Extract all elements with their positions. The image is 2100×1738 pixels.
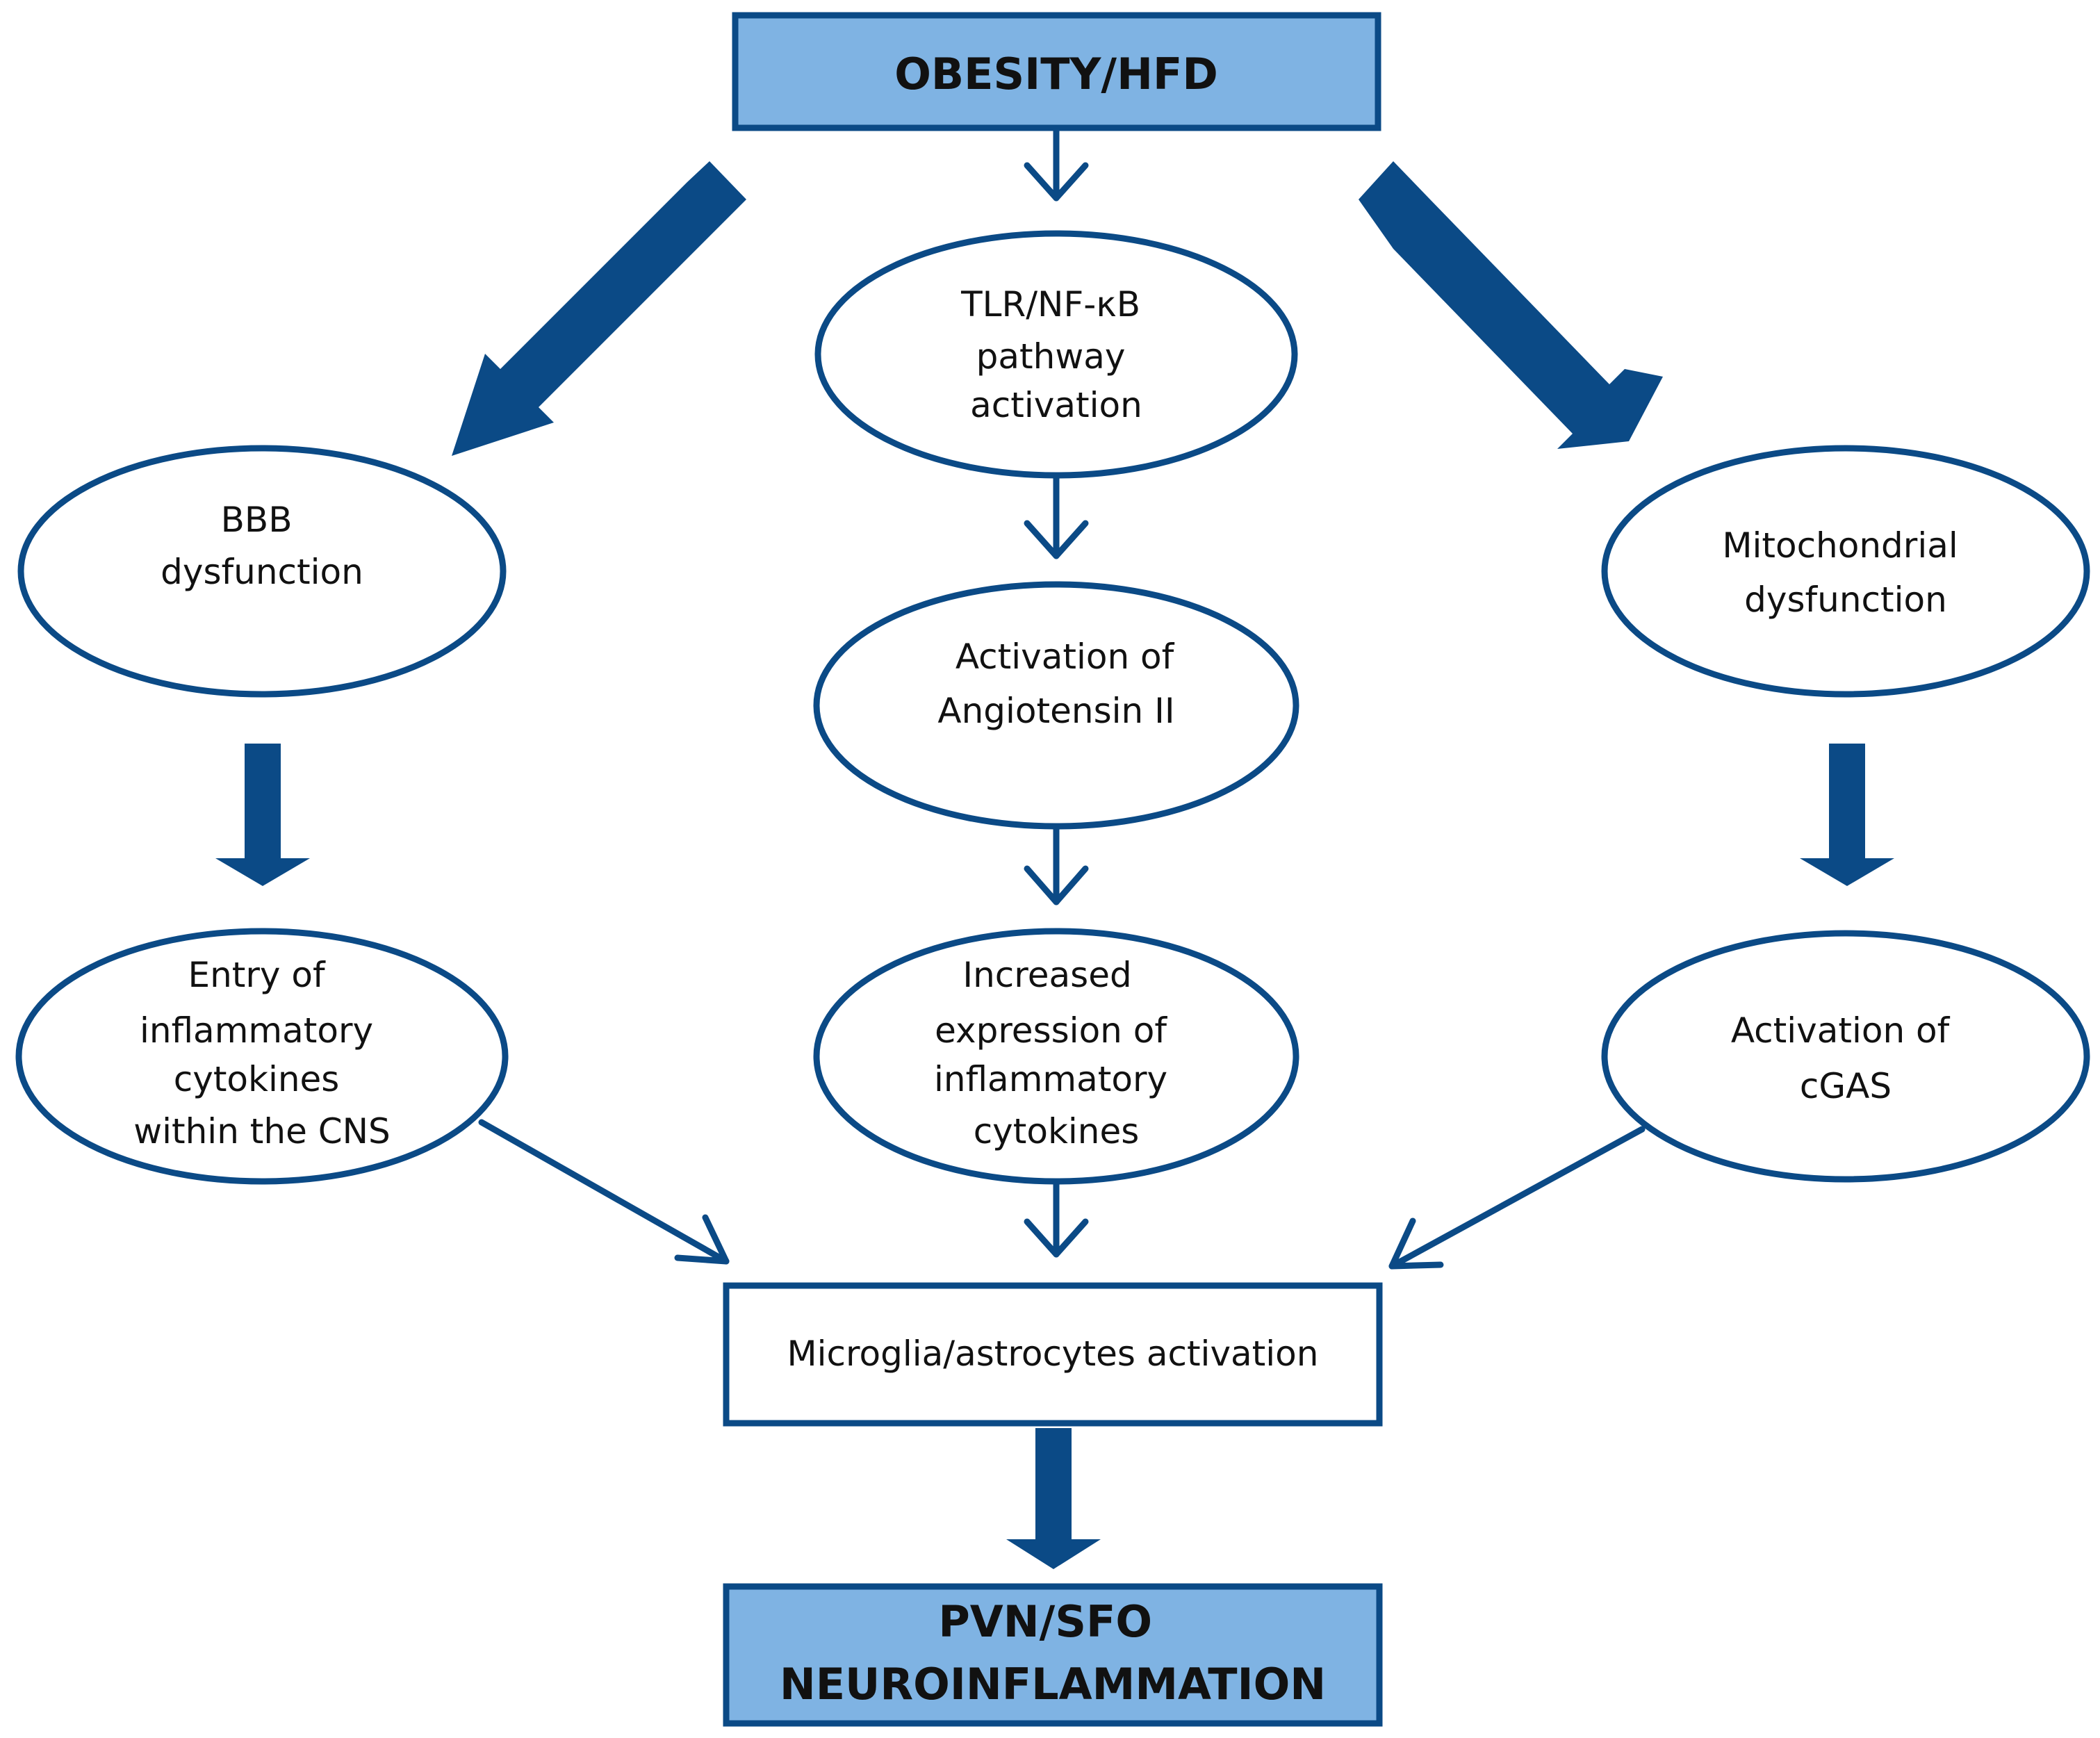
arrow-obesity-to-bbb bbox=[452, 161, 746, 456]
node-neuroinflammation-label: PVN/SFO NEUROINFLAMMATION bbox=[780, 1596, 1326, 1710]
node-mitochondrial-dysfunction: Mitochondrial dysfunction bbox=[1601, 445, 2090, 698]
node-obesity-hfd: OBESITY/HFD bbox=[732, 12, 1381, 131]
node-bbb-dysfunction-label: BBB dysfunction bbox=[161, 500, 363, 592]
node-angiotensin: Activation of Angiotensin II bbox=[813, 581, 1299, 830]
node-mitochondrial-dysfunction-label: Mitochondrial dysfunction bbox=[1722, 525, 1969, 620]
node-cgas-label: Activation of cGAS bbox=[1731, 1010, 1960, 1106]
node-entry-cytokines-label: Entry of inflammatory cytokines within t… bbox=[133, 955, 391, 1151]
arrow-microglia-to-neuroinflammation bbox=[1006, 1428, 1101, 1569]
arrow-angiotensin-to-increased bbox=[1024, 825, 1089, 905]
node-microglia-activation: Microglia/astrocytes activation bbox=[723, 1282, 1383, 1427]
arrow-bbb-to-entry bbox=[215, 744, 310, 886]
node-increased-expression-label: Increased expression of inflammatory cyt… bbox=[934, 955, 1179, 1151]
arrow-entry-to-microglia bbox=[478, 1119, 730, 1265]
node-angiotensin-label: Activation of Angiotensin II bbox=[937, 637, 1185, 731]
node-bbb-dysfunction: BBB dysfunction bbox=[17, 445, 507, 698]
node-increased-expression: Increased expression of inflammatory cyt… bbox=[813, 928, 1299, 1185]
node-cgas: Activation of cGAS bbox=[1601, 930, 2090, 1183]
node-neuroinflammation: PVN/SFO NEUROINFLAMMATION bbox=[723, 1583, 1383, 1727]
node-obesity-hfd-label: OBESITY/HFD bbox=[894, 49, 1218, 99]
node-microglia-activation-label: Microglia/astrocytes activation bbox=[787, 1334, 1319, 1374]
arrow-mito-to-cgas bbox=[1800, 744, 1894, 886]
arrow-tlr-to-angiotensin bbox=[1024, 473, 1089, 559]
arrow-cgas-to-microglia bbox=[1388, 1126, 1646, 1270]
node-entry-cytokines: Entry of inflammatory cytokines within t… bbox=[15, 928, 509, 1185]
node-tlr-nfkb: TLR/NF-κB pathway activation bbox=[814, 230, 1298, 479]
arrow-obesity-to-tlr bbox=[1024, 125, 1089, 202]
arrow-increased-to-microglia bbox=[1024, 1179, 1089, 1258]
arrow-obesity-to-mito bbox=[1359, 161, 1663, 449]
node-tlr-nfkb-label: TLR/NF-κB pathway activation bbox=[960, 284, 1151, 425]
